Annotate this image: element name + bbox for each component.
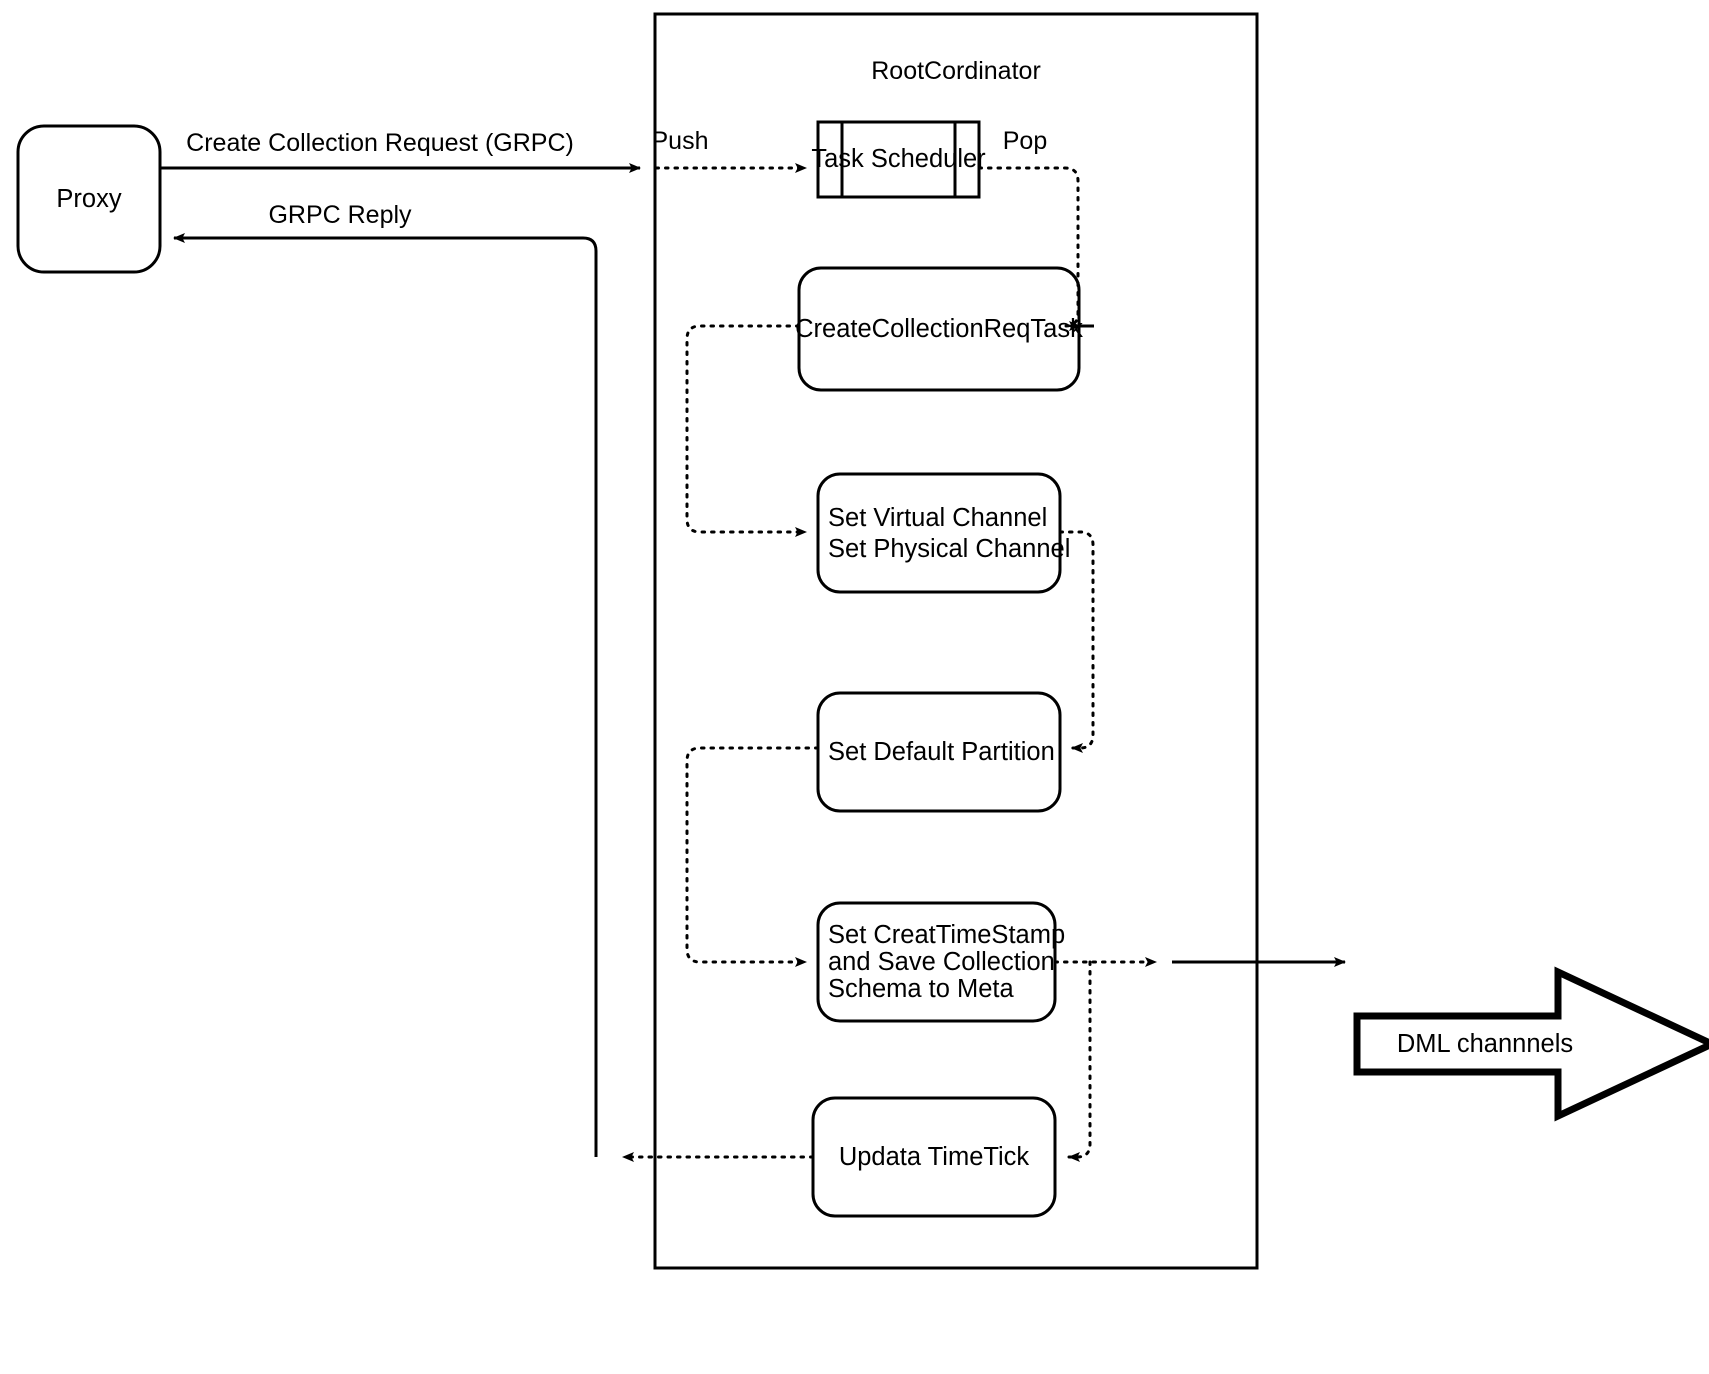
- edge-default-partition-to-timestamp: [685, 746, 820, 967]
- set-channels-label-line1: Set Virtual Channel: [828, 504, 1048, 532]
- edge-task-to-set-channels: [685, 324, 808, 537]
- set-default-partition-node-shape[interactable]: [816, 691, 1062, 813]
- edge-label-pop: Pop: [1002, 127, 1048, 155]
- set-default-partition-label: Set Default Partition: [828, 737, 1055, 766]
- rootcordinator-container: [653, 12, 1259, 1270]
- dml-channels-arrow-shape[interactable]: [1353, 966, 1709, 1122]
- set-channels-label-line2: Set Physical Channel: [828, 535, 1071, 563]
- set-timestamp-label-line2: and Save Collection: [828, 948, 1055, 976]
- proxy-node-shape[interactable]: [16, 124, 162, 274]
- edge-label-grpc-reply: GRPC Reply: [268, 201, 412, 229]
- edge-label-push: Push: [651, 127, 709, 155]
- edge-timestamp-to-update-timetick: [1067, 960, 1092, 1162]
- edge-label-create-collection-request: Create Collection Request (GRPC): [186, 129, 574, 157]
- task-scheduler-label: Task Scheduler: [811, 145, 986, 173]
- edge-set-channels-to-default-partition: [1058, 530, 1095, 753]
- create-collection-req-task-label: CreateCollectionReqTask: [795, 314, 1083, 343]
- set-timestamp-label-line3: Schema to Meta: [828, 975, 1014, 1003]
- task-scheduler-node-shape[interactable]: [816, 120, 981, 199]
- set-timestamp-label-line1: Set CreatTimeStamp: [828, 921, 1066, 949]
- dml-channels-label: DML channnels: [1396, 1029, 1574, 1058]
- proxy-label: Proxy: [56, 184, 122, 213]
- edge-grpc-reply: [173, 233, 598, 1157]
- rootcordinator-title: RootCordinator: [871, 57, 1041, 85]
- update-timetick-label: Updata TimeTick: [838, 1142, 1030, 1171]
